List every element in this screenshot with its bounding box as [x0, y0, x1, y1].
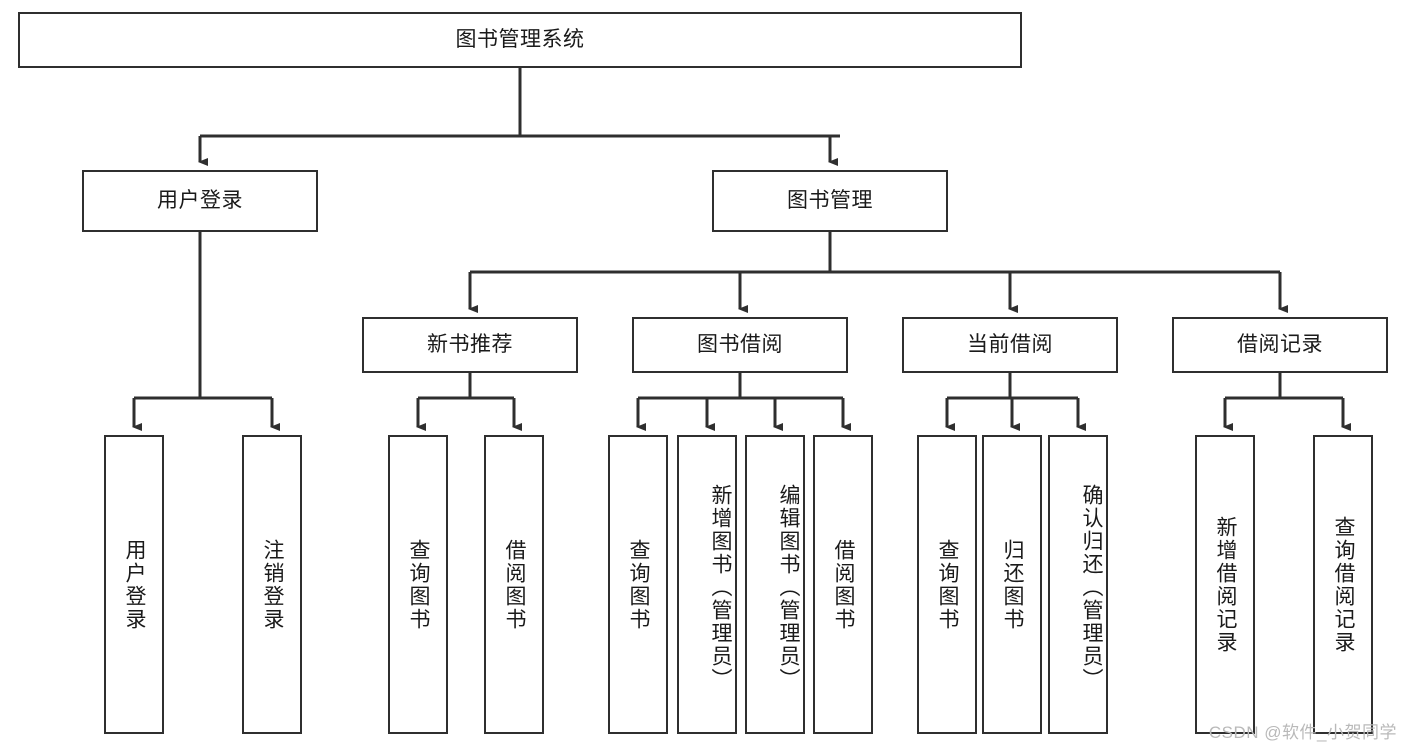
node-label: 查询图书 [627, 538, 650, 631]
node-label: 图书管理系统 [455, 28, 585, 52]
node-label: 新书推荐 [427, 333, 513, 357]
node-label: 借阅记录 [1237, 333, 1323, 357]
node-label: 当前借阅 [967, 333, 1053, 357]
node-label: 查询图书 [407, 538, 430, 631]
node-label: 新增图书（管理员） [709, 484, 732, 691]
node-label: 图书借阅 [697, 333, 783, 357]
node-book-borrow[interactable]: 图书借阅 [632, 317, 848, 373]
node-label: 图书管理 [787, 189, 873, 213]
node-label: 查询借阅记录 [1332, 515, 1355, 654]
node-label: 借阅图书 [503, 538, 526, 631]
node-label: 借阅图书 [832, 538, 855, 631]
node-label: 编辑图书（管理员） [777, 484, 800, 691]
node-label: 注销登录 [261, 538, 284, 631]
leaf-bookborrow-add-book-admin[interactable]: 新增图书（管理员） [677, 435, 737, 734]
node-borrow-record[interactable]: 借阅记录 [1172, 317, 1388, 373]
leaf-borrowrecord-query-record[interactable]: 查询借阅记录 [1313, 435, 1373, 734]
leaf-newbook-borrow-book[interactable]: 借阅图书 [484, 435, 544, 734]
node-root-system[interactable]: 图书管理系统 [18, 12, 1022, 68]
node-label: 新增借阅记录 [1214, 515, 1237, 654]
node-label: 归还图书 [1001, 538, 1024, 631]
node-current-borrow[interactable]: 当前借阅 [902, 317, 1118, 373]
node-label: 用户登录 [123, 538, 146, 631]
node-user-login[interactable]: 用户登录 [82, 170, 318, 232]
leaf-bookborrow-edit-book-admin[interactable]: 编辑图书（管理员） [745, 435, 805, 734]
leaf-currentborrow-query-book[interactable]: 查询图书 [917, 435, 977, 734]
leaf-logout[interactable]: 注销登录 [242, 435, 302, 734]
leaf-borrowrecord-add-record[interactable]: 新增借阅记录 [1195, 435, 1255, 734]
node-book-management[interactable]: 图书管理 [712, 170, 948, 232]
leaf-bookborrow-query-book[interactable]: 查询图书 [608, 435, 668, 734]
node-label: 用户登录 [157, 189, 243, 213]
leaf-bookborrow-borrow-book[interactable]: 借阅图书 [813, 435, 873, 734]
node-label: 确认归还（管理员） [1080, 484, 1103, 691]
leaf-user-login[interactable]: 用户登录 [104, 435, 164, 734]
leaf-currentborrow-return-book[interactable]: 归还图书 [982, 435, 1042, 734]
node-label: 查询图书 [936, 538, 959, 631]
node-new-book-recommend[interactable]: 新书推荐 [362, 317, 578, 373]
leaf-currentborrow-confirm-return-admin[interactable]: 确认归还（管理员） [1048, 435, 1108, 734]
leaf-newbook-query-book[interactable]: 查询图书 [388, 435, 448, 734]
watermark-text: CSDN @软件_小贺同学 [1208, 723, 1397, 742]
